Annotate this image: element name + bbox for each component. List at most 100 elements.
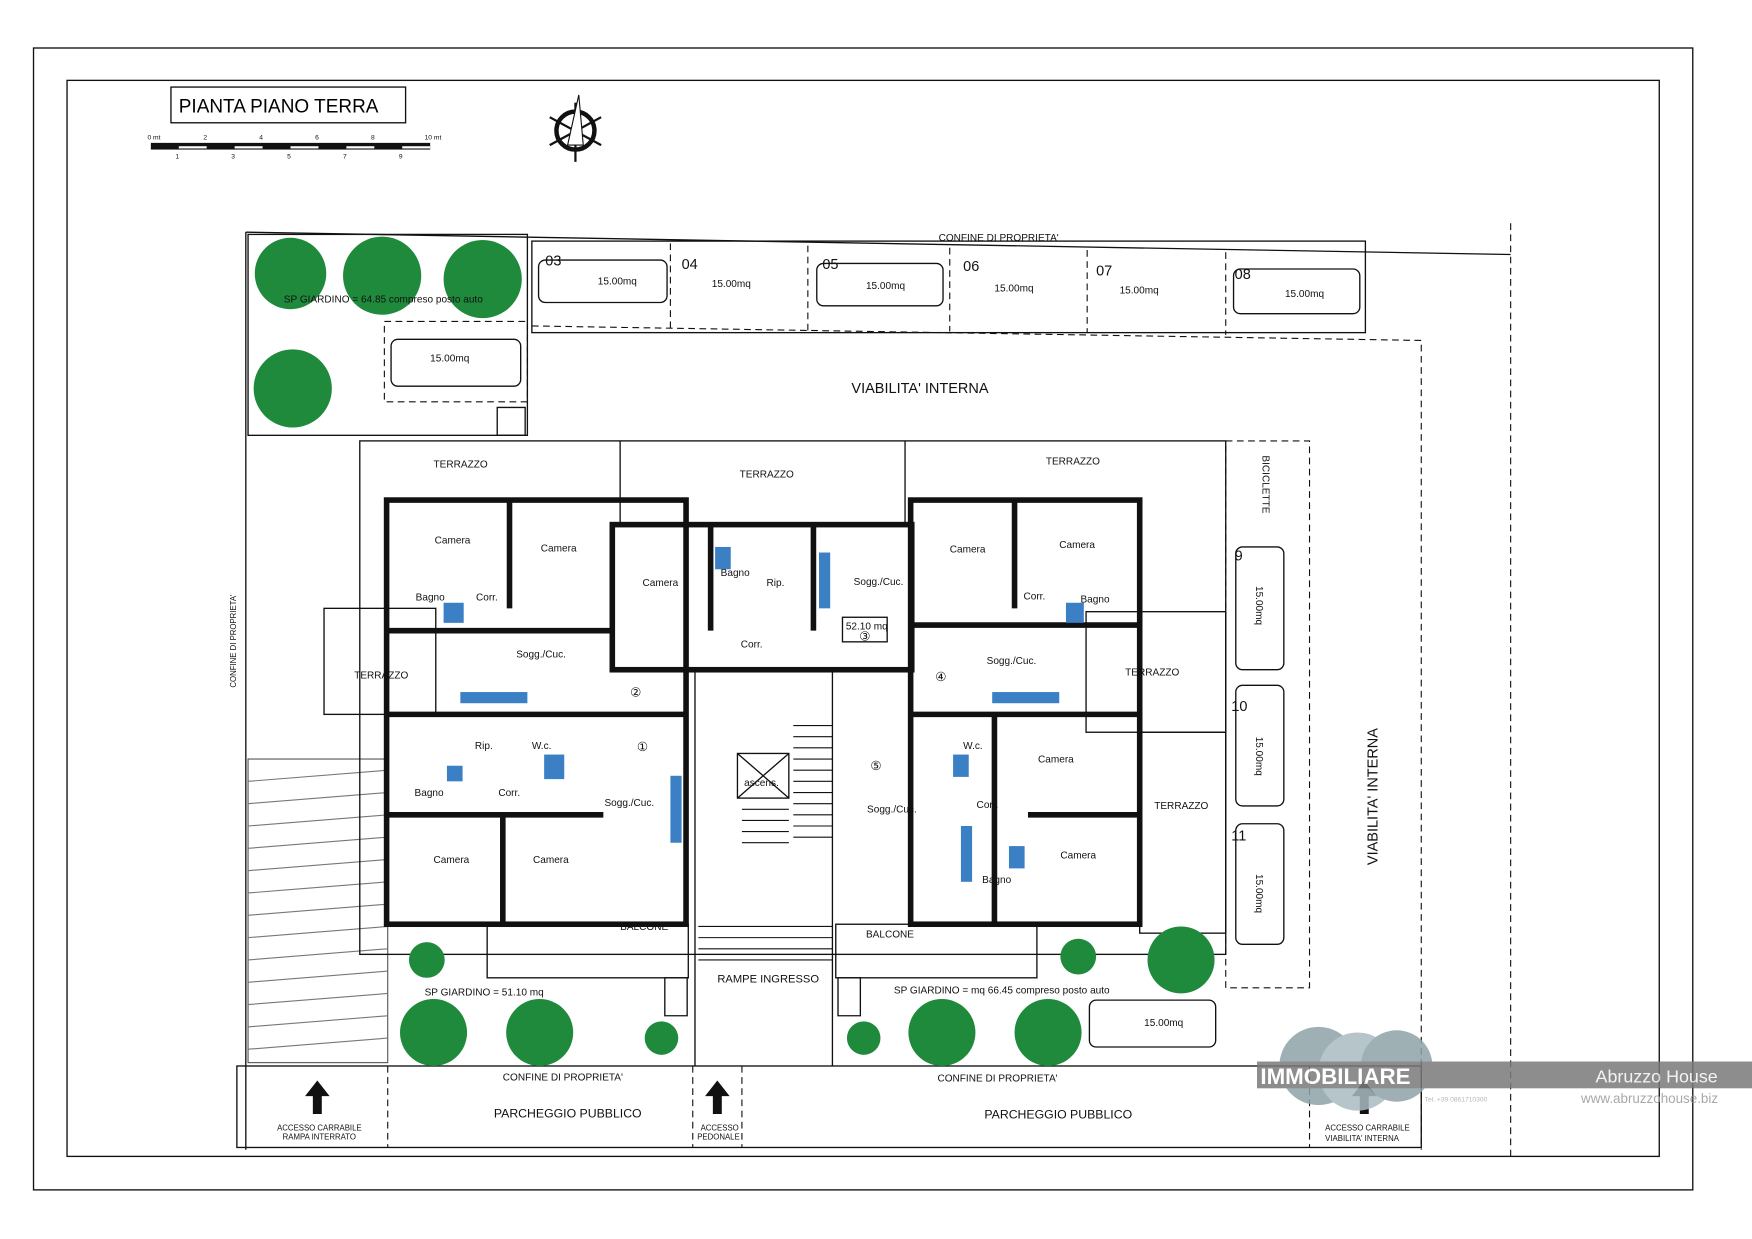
plan-label: TERRAZZO [434, 460, 488, 471]
garden-area-label: SP GIARDINO = 64.85 compreso posto auto [284, 294, 483, 305]
plan-label: Sogg./Cuc. [867, 805, 917, 816]
public-parking-label: PARCHEGGIO PUBBLICO [984, 1107, 1132, 1121]
plan-label: Camera [950, 545, 986, 556]
plan-label: TERRAZZO [740, 470, 794, 481]
plan-label: www.abruzzohouse.biz [1580, 1091, 1718, 1106]
plan-label: CONFINE DI PROPRIETA' [503, 1073, 623, 1084]
plan-label: VIABILITA' INTERNA [1325, 1134, 1400, 1143]
plan-label: 3 [231, 154, 235, 161]
plan-label: CONFINE DI PROPRIETA' [229, 594, 238, 688]
plan-label: TERRAZZO [1125, 667, 1179, 678]
plan-label: Tel. +39 0861710300 [1425, 1097, 1488, 1104]
plan-label: 7 [343, 154, 347, 161]
building-walls [323, 406, 1227, 1066]
plan-label: Sogg./Cuc. [516, 649, 566, 660]
plan-label: Sogg./Cuc. [987, 656, 1037, 667]
room-labels: TERRAZZO TERRAZZO TERRAZZO TERRAZZO TERRAZ… [354, 456, 1208, 940]
plan-label: BALCONE [620, 922, 668, 933]
plan-label: 15.00mq [430, 354, 469, 365]
unit-numbers: ①② ③④ ⑤ [630, 630, 946, 773]
page-title: PIANTA PIANO TERRA [179, 97, 379, 118]
plan-label: Camera [642, 578, 678, 589]
plan-label: 9 [1235, 548, 1243, 564]
plan-label: 08 [1235, 267, 1251, 283]
north-arrow-icon [549, 94, 602, 162]
road-label: VIABILITA' INTERNA [1366, 728, 1382, 865]
boundary-label: CONFINE DI PROPRIETA' [939, 233, 1059, 244]
plan-label: 04 [682, 257, 698, 273]
parked-cars [390, 259, 1361, 1048]
plan-label: 15.00mq [1285, 289, 1324, 300]
plan-label: 15.00mq [1120, 286, 1159, 297]
plan-label: 07 [1096, 264, 1112, 280]
plan-label: Sogg./Cuc. [604, 798, 654, 809]
plan-label: Bagno [982, 875, 1011, 886]
plan-label: Bagno [721, 568, 750, 579]
plan-label: Bagno [416, 593, 445, 604]
plan-label: 4 [259, 135, 263, 142]
plan-label: 15.00mq [1253, 586, 1264, 625]
plan-label: ACCESSO [701, 1124, 739, 1133]
outer-frame [32, 47, 1694, 1191]
plan-label: 15.00mq [994, 283, 1033, 294]
plan-label: RAMPA INTERRATO [283, 1133, 356, 1142]
plan-label: ⑤ [870, 759, 881, 773]
plan-label: 15.00mq [866, 281, 905, 292]
plan-label: Bagno [1080, 595, 1109, 606]
plan-label: 15.00mq [1144, 1018, 1183, 1029]
watermark-logo: IMMOBILIARE Abruzzo House www.abruzzohou… [1257, 1026, 1752, 1111]
plan-label: 05 [822, 257, 838, 273]
garden-area-label: SP GIARDINO = mq 66.45 compreso posto au… [894, 985, 1110, 996]
plan-label: Camera [541, 543, 577, 554]
plan-label: Camera [435, 536, 471, 547]
plan-label: ③ [859, 630, 870, 644]
plan-label: IMMOBILIARE [1260, 1064, 1410, 1089]
plan-label: 15.00mq [1253, 874, 1264, 913]
plan-label: ① [637, 740, 648, 754]
plan-label: W.c. [532, 741, 552, 752]
plan-label: 15.00mq [1253, 737, 1264, 776]
plan-label: Corr. [977, 800, 999, 811]
garden-area-label: SP GIARDINO = 51.10 mq [425, 988, 544, 999]
plan-label: 5 [287, 154, 291, 161]
road-label: VIABILITA' INTERNA [851, 381, 988, 397]
garden-trees [253, 236, 1215, 1066]
plan-label: Abruzzo House [1596, 1067, 1718, 1087]
plan-label: Camera [533, 855, 569, 866]
plan-label: ④ [935, 670, 946, 684]
plan-label: Camera [1060, 850, 1096, 861]
plan-label: TERRAZZO [1154, 801, 1208, 812]
plan-label: 10 mt [425, 135, 442, 142]
plan-label: Bagno [415, 788, 444, 799]
plan-label: 11 [1231, 829, 1246, 845]
plan-label: 15.00mq [598, 277, 637, 288]
plan-label: 9 [399, 154, 403, 161]
plan-label: Corr. [498, 788, 520, 799]
entrance-ramps-label: RAMPE INGRESSO [717, 973, 819, 985]
plan-label: Corr. [1023, 591, 1045, 602]
plan-label: Rip. [767, 578, 785, 589]
plan-label: 1 [175, 154, 179, 161]
plan-label: 6 [315, 135, 319, 142]
plan-label: 06 [963, 259, 979, 275]
plan-label: 10 [1231, 699, 1247, 715]
plan-label: PEDONALE [697, 1133, 739, 1142]
plan-label: ascens. [744, 778, 779, 789]
plan-label: 8 [371, 135, 375, 142]
plan-label: ACCESSO CARRABILE [1325, 1124, 1410, 1133]
scale-bar: 0 mt 2 4 6 8 10 mt 1 3 5 7 9 [147, 135, 441, 161]
plan-label: Corr. [741, 639, 763, 650]
plan-label: 0 mt [147, 135, 160, 142]
plan-label: Camera [1038, 754, 1074, 765]
access-arrow-icons [305, 1080, 1377, 1114]
plan-label: 2 [203, 135, 207, 142]
plan-label: 15.00mq [712, 279, 751, 290]
plan-label: 03 [545, 254, 561, 270]
plan-label: CONFINE DI PROPRIETA' [937, 1074, 1057, 1085]
plan-label: TERRAZZO [354, 671, 408, 682]
plan-label: ACCESSO CARRABILE [277, 1124, 362, 1133]
plan-label: Sogg./Cuc. [854, 577, 904, 588]
unit3-area: 52.10 mq [846, 622, 888, 633]
